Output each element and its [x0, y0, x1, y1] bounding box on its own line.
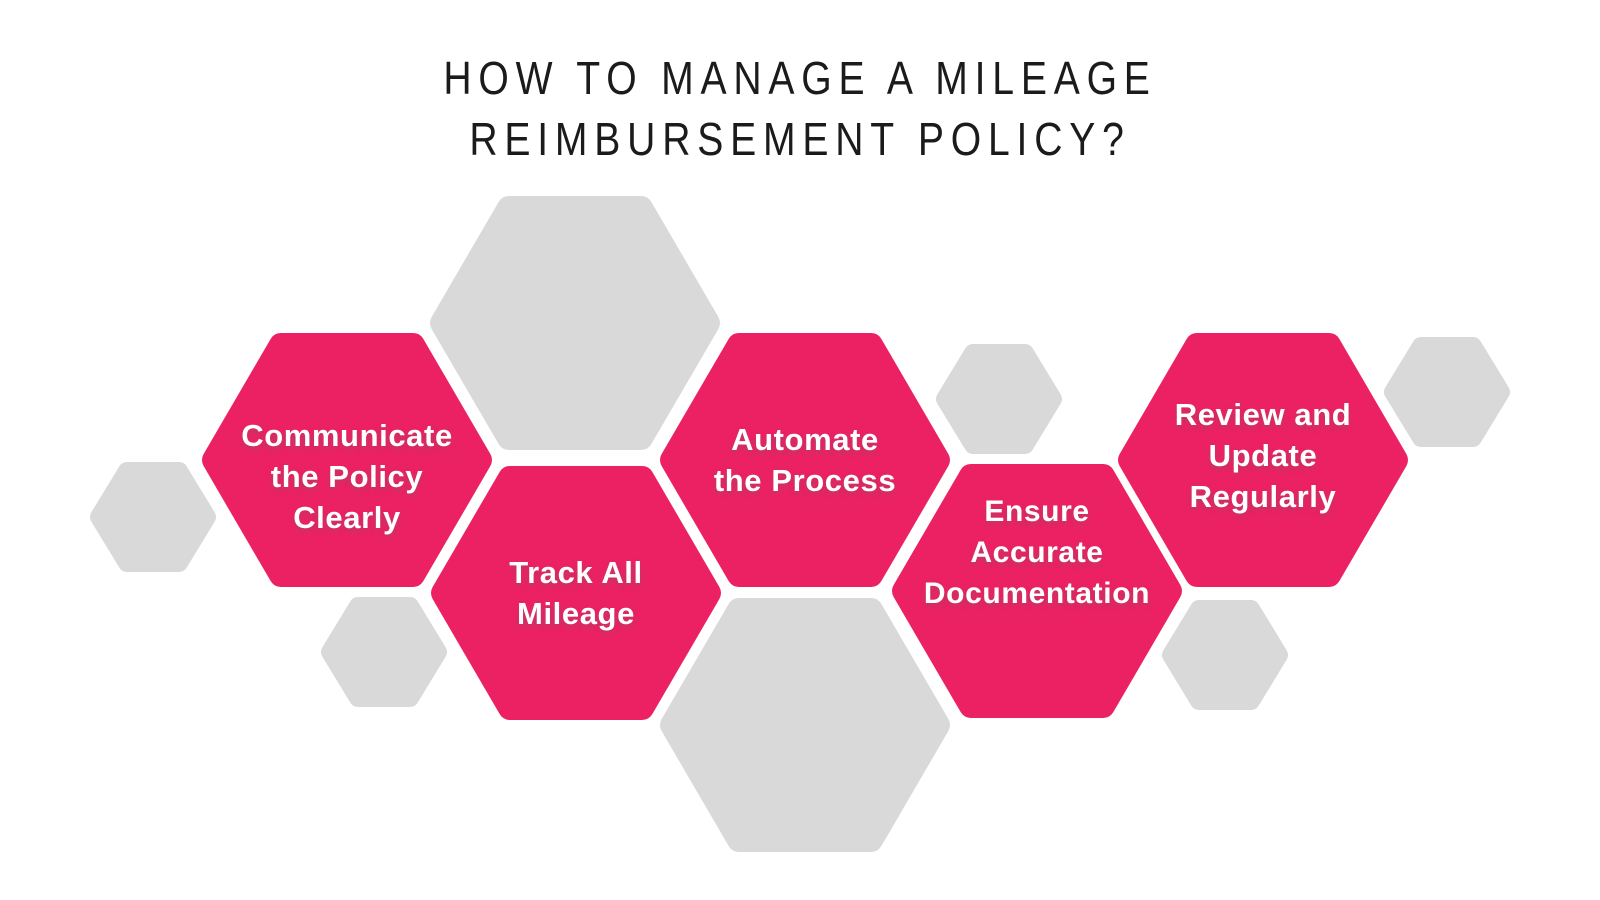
decor-hexagon-large-top [430, 196, 720, 450]
hexagon-shape-svg [936, 344, 1062, 454]
hexagon-shape-svg [202, 333, 492, 587]
hexagon-shape-svg [892, 464, 1182, 718]
hexagon-polygon [90, 462, 216, 572]
hexagon-shape-svg [1118, 333, 1408, 587]
page-title-line-1: HOW TO MANAGE A MILEAGE [443, 52, 1157, 104]
label-line: Automate [731, 422, 879, 457]
hexagon-shape-svg [1384, 337, 1510, 447]
page-title: HOW TO MANAGE A MILEAGE REIMBURSEMENT PO… [120, 48, 1480, 170]
decor-hexagon-small-middle-upper [935, 343, 1063, 455]
step-label-communicate-policy: Communicate the Policy Clearly [202, 349, 492, 603]
decor-hexagon-small-left [89, 461, 217, 573]
label-line: Ensure [984, 494, 1090, 528]
decor-hexagon-small-left-lower [320, 596, 448, 708]
step-hexagon-accurate-documentation: Ensure Accurate Documentation [892, 464, 1182, 718]
label-line: the Process [713, 463, 897, 498]
step-label-track-mileage: Track All Mileage [431, 466, 721, 720]
label-line: Mileage [517, 596, 635, 631]
hexagon-polygon [660, 598, 950, 852]
label-line: Clearly [293, 499, 401, 535]
label-line: Track All [509, 555, 643, 590]
step-hexagon-communicate-policy: Communicate the Policy Clearly [202, 333, 492, 587]
step-hexagon-review-update: Review and Update Regularly [1118, 333, 1408, 587]
step-hexagon-track-mileage: Track All Mileage [431, 466, 721, 720]
step-label-review-update: Review and Update Regularly [1118, 328, 1408, 582]
decor-hexagon-small-right-lower [1161, 599, 1289, 711]
hexagon-polygon [1118, 333, 1408, 587]
page-title-line-2: REIMBURSEMENT POLICY? [469, 113, 1131, 165]
hexagon-shape-svg [321, 597, 447, 707]
decor-hexagon-large-bottom [660, 598, 950, 852]
decor-hexagon-small-far-right [1383, 336, 1511, 448]
hexagon-polygon [202, 333, 492, 587]
step-hexagon-automate-process: Automate the Process [660, 333, 950, 587]
label-line: Documentation [923, 576, 1151, 610]
hexagon-polygon [321, 597, 447, 707]
hexagon-shape-svg [430, 196, 720, 450]
label-line: Communicate [241, 417, 453, 453]
hexagon-polygon [430, 196, 720, 450]
label-line: Update [1208, 437, 1318, 473]
label-line: Review and [1174, 396, 1352, 432]
hexagon-shape-svg [660, 333, 950, 587]
hexagon-polygon [1162, 600, 1288, 710]
hexagon-polygon [1384, 337, 1510, 447]
hexagon-polygon [892, 464, 1182, 718]
label-line: the Policy [270, 458, 424, 494]
hexagon-shape-svg [431, 466, 721, 720]
label-line: Regularly [1189, 478, 1337, 514]
hexagon-shape-svg [90, 462, 216, 572]
hexagon-polygon [431, 466, 721, 720]
hexagon-polygon [936, 344, 1062, 454]
step-label-automate-process: Automate the Process [660, 333, 950, 587]
hexagon-shape-svg [660, 598, 950, 852]
label-line: Accurate [970, 535, 1104, 569]
hexagon-polygon [660, 333, 950, 587]
step-label-accurate-documentation: Ensure Accurate Documentation [892, 425, 1182, 679]
hexagon-shape-svg [1162, 600, 1288, 710]
